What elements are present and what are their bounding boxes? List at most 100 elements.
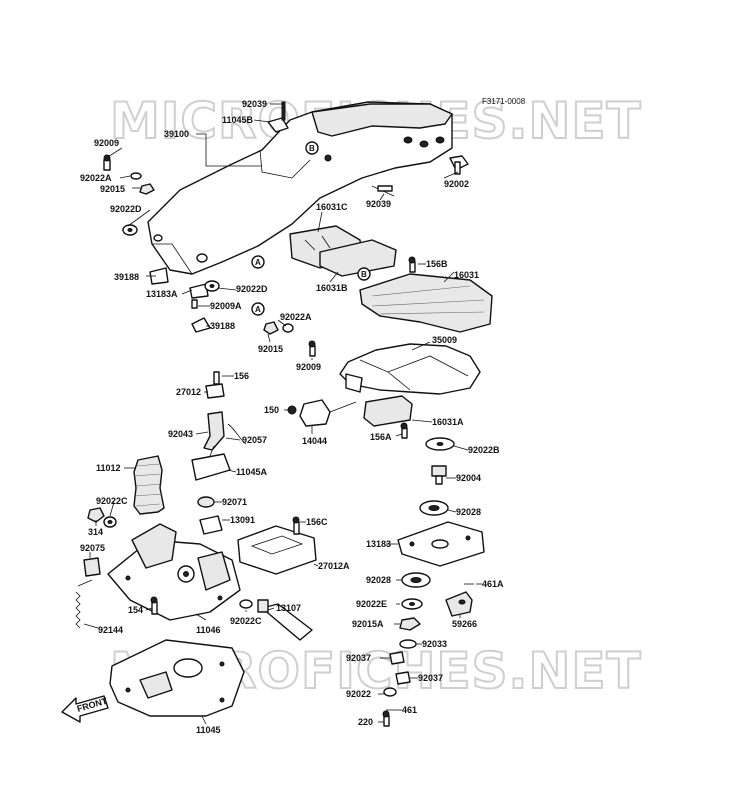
- callout-b-top: B: [305, 141, 319, 155]
- nut-92015-part: [139, 183, 155, 195]
- label-16031a: 16031A: [432, 417, 464, 427]
- label-92022e: 92022E: [356, 599, 387, 609]
- bushing-92028a-part: [419, 500, 449, 516]
- label-150: 150: [264, 405, 279, 415]
- label-156a: 156A: [370, 432, 392, 442]
- screw-220-part: [382, 710, 390, 727]
- bolt-92009b-part: [308, 340, 316, 357]
- nut-92015a-part: [399, 617, 421, 631]
- label-13107: 13107: [276, 603, 301, 613]
- label-39188-top: 39188: [114, 272, 139, 282]
- label-92009-lower: 92009: [296, 362, 321, 372]
- cover-39100-part: [147, 101, 453, 275]
- label-39188-lower: 39188: [210, 321, 235, 331]
- label-92039-mid: 92039: [366, 199, 391, 209]
- label-92071: 92071: [222, 497, 247, 507]
- pad-16031-part: [359, 273, 493, 333]
- pin-92039-part: [371, 185, 395, 197]
- clip-11045b-part: [267, 101, 289, 133]
- clamp-14044-part: [299, 399, 357, 427]
- label-92028-lower: 92028: [366, 575, 391, 585]
- part-labels: 92039 11045B 39100 92009 92022A 92015 92…: [80, 99, 504, 735]
- label-92075: 92075: [80, 543, 105, 553]
- label-35009: 35009: [432, 335, 457, 345]
- label-92057: 92057: [242, 435, 267, 445]
- label-16031b: 16031B: [316, 283, 348, 293]
- washer-92022c-lower: [239, 599, 253, 609]
- bracket-27012a-part: [237, 525, 317, 575]
- label-92022a-lower: 92022A: [280, 312, 312, 322]
- label-92039-top: 92039: [242, 99, 267, 109]
- base-11046-part: [107, 523, 241, 621]
- bracket-11045a-part: [191, 445, 231, 481]
- bolt-156c-part: [292, 516, 300, 535]
- leader-lines: [83, 103, 482, 725]
- label-461: 461: [402, 705, 417, 715]
- fitting-59266-part: [445, 591, 473, 617]
- label-92015a: 92015A: [352, 619, 384, 629]
- label-11012: 11012: [96, 463, 121, 473]
- label-156b: 156B: [426, 259, 448, 269]
- bushing-92028b-part: [401, 572, 431, 588]
- svg-text:B: B: [361, 270, 367, 279]
- plate-11045-part: [109, 639, 245, 717]
- label-92022: 92022: [346, 689, 371, 699]
- hose-92043-part: [203, 411, 225, 451]
- label-92144: 92144: [98, 625, 123, 635]
- clip-13091-part: [199, 515, 223, 535]
- label-154: 154: [128, 605, 143, 615]
- label-11045: 11045: [196, 725, 221, 735]
- label-92009-top: 92009: [94, 138, 119, 148]
- ring-92071-part: [197, 496, 215, 508]
- washer-92022b-part: [425, 437, 455, 451]
- bolt-92002-part: [449, 155, 469, 175]
- label-461a: 461A: [482, 579, 504, 589]
- bolt-156a-part: [400, 422, 408, 439]
- label-92002: 92002: [444, 179, 469, 189]
- svg-text:A: A: [255, 305, 261, 314]
- bolt-92009a-part: [191, 299, 198, 309]
- label-314: 314: [88, 527, 103, 537]
- label-27012a: 27012A: [318, 561, 350, 571]
- label-14044: 14044: [302, 436, 327, 446]
- callout-a-lower: A: [251, 302, 265, 316]
- label-92022d-lower: 92022D: [236, 284, 268, 294]
- block-16031a-part: [363, 395, 413, 427]
- label-92033: 92033: [422, 639, 447, 649]
- figure-code: F3171-0008: [482, 97, 526, 106]
- label-92022a-top: 92022A: [80, 173, 112, 183]
- label-13183a: 13183A: [146, 289, 178, 299]
- label-92022b: 92022B: [468, 445, 500, 455]
- label-11046: 11046: [196, 625, 221, 635]
- label-59266: 59266: [452, 619, 477, 629]
- nut-92015-lower: [263, 321, 279, 335]
- bolt-13107-part: [257, 599, 313, 641]
- label-92022d-top: 92022D: [110, 204, 142, 214]
- washer-92022d-lower: [204, 280, 220, 292]
- label-92037-a: 92037: [346, 653, 371, 663]
- plate-13183-part: [397, 521, 485, 567]
- label-92015-lower: 92015: [258, 344, 283, 354]
- label-220: 220: [358, 717, 373, 727]
- washer-92022-part: [383, 687, 397, 697]
- clip-92037b-part: [395, 671, 411, 685]
- bolt-154-part: [150, 596, 158, 615]
- bracket-39188b-part: [191, 317, 211, 333]
- bolt-156b-part: [408, 256, 416, 273]
- block-16031b-part: B: [319, 239, 397, 281]
- nut-314-part: [87, 507, 105, 523]
- boot-11012-part: [133, 455, 165, 515]
- spring-92144-part: [75, 579, 93, 629]
- label-92022c-lower: 92022C: [230, 616, 262, 626]
- clip-92037a-part: [389, 651, 405, 665]
- ring-92033-part: [399, 639, 417, 649]
- label-92037-b: 92037: [418, 673, 443, 683]
- cable-92057-part: [227, 423, 247, 445]
- front-arrow: FRONT: [61, 695, 109, 723]
- label-11045a: 11045A: [236, 467, 268, 477]
- label-13091: 13091: [230, 515, 255, 525]
- label-13183: 13183: [366, 539, 391, 549]
- svg-text:B: B: [309, 144, 315, 153]
- callout-a-top: A: [251, 255, 265, 269]
